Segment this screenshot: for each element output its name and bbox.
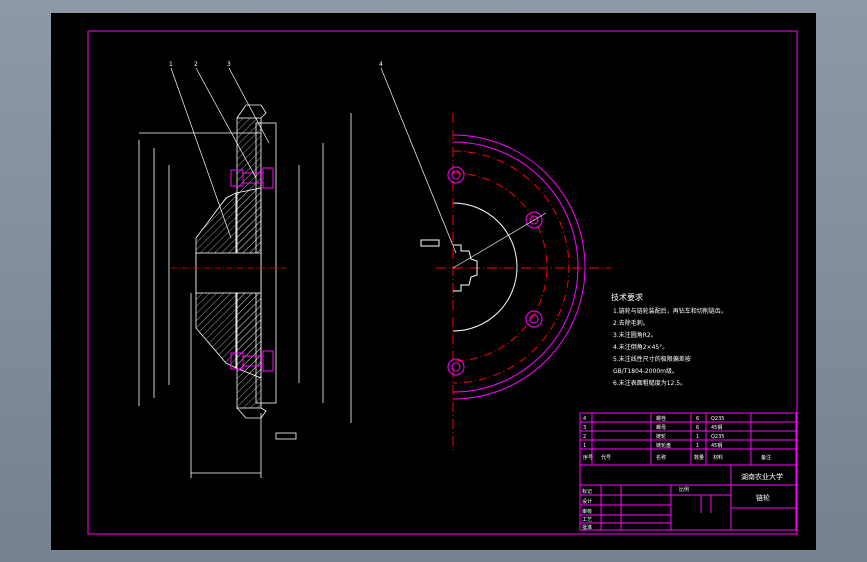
parts-rows: 4 螺栓 6 Q235 3 螺母 6 45钢 2 链轮 1 Q235 1 链轮盘… (583, 415, 771, 461)
svg-text:链轮: 链轮 (656, 433, 666, 440)
dim-box-left (420, 239, 440, 247)
leaders-left (170, 67, 457, 254)
svg-text:6: 6 (696, 416, 699, 422)
leader-label-4: 4 (379, 61, 383, 68)
outer-arc (452, 134, 586, 400)
leader-label-3: 3 (227, 61, 231, 68)
svg-text:数量: 数量 (694, 454, 704, 461)
drawing-canvas: 1 2 3 4 技术要求 1.链轮与链轮装配后，再钻车和切削链齿。 2.去除毛 (87, 30, 798, 535)
title-row-1: 标记 (582, 488, 592, 495)
svg-text:4: 4 (583, 416, 586, 422)
tech-req-line-2: 2.去除毛刺。 (613, 319, 649, 327)
svg-text:2: 2 (583, 434, 586, 440)
svg-text:链轮盘: 链轮盘 (656, 442, 671, 449)
svg-text:序号: 序号 (583, 454, 593, 461)
svg-text:代号: 代号 (601, 454, 611, 461)
svg-text:材料: 材料 (713, 454, 723, 461)
tech-req-line-3: 3.未注圆角R2。 (613, 331, 657, 339)
bolt-hole-2 (525, 211, 543, 229)
title-row-3: 审核 (582, 508, 592, 515)
svg-text:备注: 备注 (761, 454, 771, 461)
spline-bore (453, 244, 478, 292)
bolt-bottom (230, 350, 274, 372)
pitch-arc (452, 172, 548, 362)
section-view (138, 104, 352, 478)
svg-text:Q235: Q235 (711, 434, 724, 440)
leader-label-1: 1 (169, 61, 173, 68)
cad-viewport[interactable]: 1 2 3 4 技术要求 1.链轮与链轮装配后，再钻车和切削链齿。 2.去除毛 (51, 13, 816, 550)
title-school: 湖南农业大学 (741, 472, 783, 481)
leader-label-2: 2 (194, 61, 198, 68)
svg-text:1: 1 (583, 443, 586, 449)
svg-text:6: 6 (696, 425, 699, 431)
title-block (579, 464, 797, 531)
title-drawing-name: 链轮 (756, 493, 770, 502)
tech-req-heading: 技术要求 (611, 292, 643, 302)
svg-text:45钢: 45钢 (711, 424, 722, 431)
technical-requirements: 技术要求 1.链轮与链轮装配后，再钻车和切削链齿。 2.去除毛刺。 3.未注圆角… (611, 292, 727, 387)
tech-req-line-7: 6.未注表面粗糙度为12.5。 (613, 379, 686, 387)
svg-text:3: 3 (583, 425, 586, 431)
svg-text:45钢: 45钢 (711, 442, 722, 449)
title-row-2: 设计 (582, 498, 592, 505)
tech-req-line-5: 5.未注线性尺寸的极限偏差按 (613, 355, 691, 363)
bolt-hole-1 (447, 166, 465, 184)
svg-text:名称: 名称 (656, 454, 666, 461)
root-arc (452, 150, 570, 384)
bore (195, 252, 262, 294)
bolt-hole-3 (525, 310, 543, 328)
front-view (420, 113, 611, 453)
sprocket-teeth-top (236, 104, 267, 119)
svg-text:Q235: Q235 (711, 416, 724, 422)
svg-text:1: 1 (696, 434, 699, 440)
hub-arc (452, 202, 518, 332)
svg-text:螺母: 螺母 (656, 424, 666, 431)
title-row-5: 批准 (582, 524, 592, 531)
tech-req-line-1: 1.链轮与链轮装配后，再钻车和切削链齿。 (613, 307, 727, 315)
title-row-4: 工艺 (582, 517, 592, 523)
bolt-hole-4 (447, 358, 465, 376)
svg-text:螺栓: 螺栓 (656, 415, 666, 422)
dim-box-bottom (275, 432, 297, 440)
svg-text:1: 1 (696, 443, 699, 449)
tech-req-line-4: 4.未注倒角2×45°。 (613, 343, 668, 351)
tech-req-line-6: GB/T1804-2000m级。 (613, 367, 678, 375)
title-scale-label: 比例 (679, 486, 689, 493)
sprocket-teeth-bottom (236, 407, 267, 419)
outer-arc-2 (452, 141, 579, 393)
